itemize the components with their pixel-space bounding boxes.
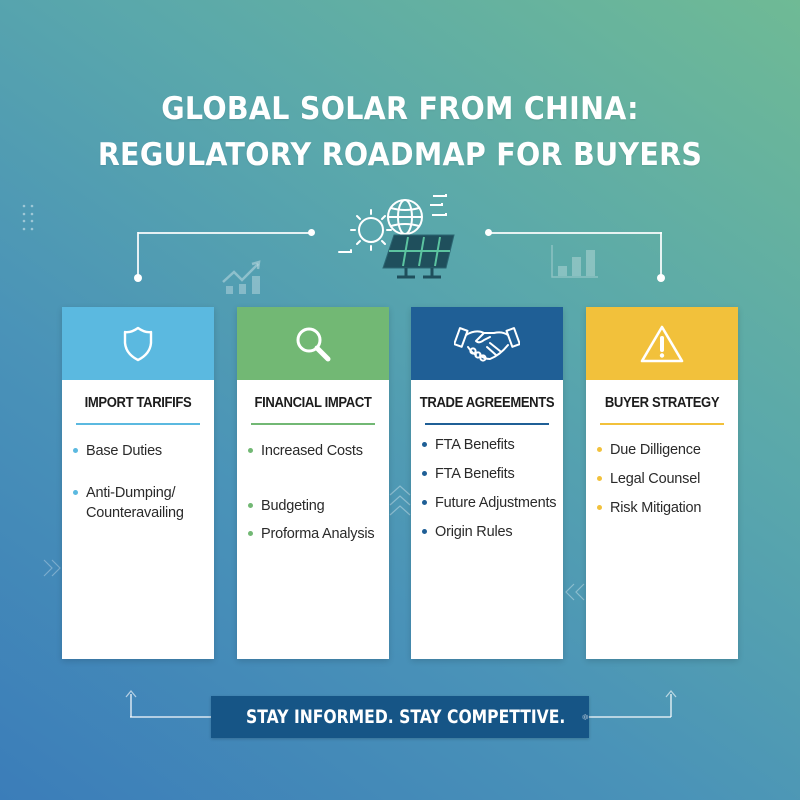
warning-icon (640, 325, 684, 362)
card-header (411, 307, 563, 380)
bullet-icon (248, 503, 253, 508)
connector-left-end-dot (134, 274, 142, 282)
card-title: BUYER STRATEGY (604, 395, 720, 411)
card-financial-impact: FINANCIAL IMPACT Increased Costs Budgeti… (237, 307, 389, 659)
dot-grid-icon (22, 204, 34, 231)
card-divider (251, 423, 375, 425)
connector-left-node-dot (308, 229, 315, 236)
card-divider (600, 423, 724, 425)
bullet-icon (248, 531, 253, 536)
sun-globe-solar-panel-icon (338, 194, 455, 279)
bullet-icon (73, 448, 78, 453)
bullet-icon (597, 476, 602, 481)
bullet-icon (422, 471, 427, 476)
bottom-connector-right-vertical (670, 694, 672, 717)
bullet-icon (422, 442, 427, 447)
list-item: FTA Benefits (421, 435, 557, 455)
shield-icon (123, 326, 153, 361)
card-title: TRADE AGREEMENTS (419, 395, 555, 411)
tagline-banner: STAY INFORMED. STAY COMPETTIVE. (211, 696, 589, 738)
connector-right-horizontal (488, 232, 662, 234)
list-item: Origin Rules (421, 522, 557, 542)
title-line-2: REGULATORY ROADMAP FOR BUYERS (97, 137, 703, 173)
bottom-connector-right-horizontal (589, 716, 671, 718)
list-item: Risk Mitigation (596, 498, 732, 518)
arrow-up-icon (665, 690, 677, 698)
chevron-right-double-icon (43, 559, 61, 577)
card-header (62, 307, 214, 380)
bottom-connector-left-vertical (130, 694, 132, 717)
growth-chart-icon (222, 260, 261, 294)
chevron-up-triple-icon (389, 485, 411, 516)
gear-icon (582, 714, 589, 720)
connector-right-vertical (660, 232, 662, 278)
chevron-left-double-icon (565, 583, 585, 601)
arrow-up-icon (125, 690, 137, 698)
list-item: Increased Costs (247, 441, 383, 461)
list-item: Future Adjustments (421, 493, 557, 513)
bullet-icon (422, 500, 427, 505)
page-title: GLOBAL SOLAR FROM CHINA: REGULATORY ROAD… (32, 86, 768, 178)
card-title: FINANCIAL IMPACT (254, 395, 372, 411)
list-item: Proforma Analysis (247, 524, 383, 544)
card-header (586, 307, 738, 380)
list-item: Anti-Dumping/ Counteravailing (72, 483, 208, 523)
card-title: IMPORT TARIFIFS (84, 395, 192, 411)
connector-right-end-dot (657, 274, 665, 282)
tagline-text: STAY INFORMED. STAY COMPETTIVE. (246, 706, 566, 728)
connector-left-vertical (137, 232, 139, 278)
bullet-icon (73, 490, 78, 495)
card-header (237, 307, 389, 380)
bullet-icon (248, 448, 253, 453)
list-item: Legal Counsel (596, 469, 732, 489)
card-trade-agreements: TRADE AGREEMENTS FTA Benefits FTA Benefi… (411, 307, 563, 659)
list-item: Budgeting (247, 496, 383, 516)
bullet-icon (597, 447, 602, 452)
card-divider (425, 423, 549, 425)
card-buyer-strategy: BUYER STRATEGY Due Dilligence Legal Coun… (586, 307, 738, 659)
handshake-icon (454, 326, 520, 362)
magnifier-icon (296, 327, 331, 361)
connector-right-node-dot (485, 229, 492, 236)
list-item: Base Duties (72, 441, 208, 461)
list-item: Due Dilligence (596, 440, 732, 460)
list-item: FTA Benefits (421, 464, 557, 484)
bullet-icon (422, 529, 427, 534)
bottom-connector-left-horizontal (130, 716, 212, 718)
title-line-1: GLOBAL SOLAR FROM CHINA: (161, 91, 639, 127)
card-import-tariffs: IMPORT TARIFIFS Base Duties Anti-Dumping… (62, 307, 214, 659)
bullet-icon (597, 505, 602, 510)
card-divider (76, 423, 200, 425)
bar-chart-icon (551, 245, 598, 278)
connector-left-horizontal (138, 232, 312, 234)
